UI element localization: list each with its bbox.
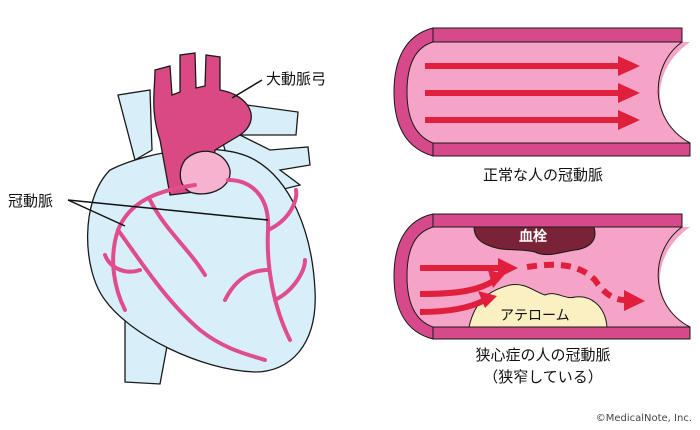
- label-thrombus: 血栓: [519, 229, 547, 245]
- atheroma: [468, 283, 608, 328]
- vena-cava: [117, 89, 153, 161]
- label-aortic-arch: 大動脈弓: [266, 70, 327, 88]
- label-atheroma: アテローム: [500, 308, 570, 324]
- normal-flow-arrows: [425, 56, 640, 130]
- narrowed-vessel: [393, 213, 691, 340]
- copyright: ©MedicalNote, Inc.: [595, 413, 692, 424]
- caption-angina: 狭心症の人の冠動脈: [475, 346, 611, 364]
- narrowed-arrow-heads: [478, 258, 645, 311]
- narrowed-flow-arrows: [419, 261, 626, 315]
- normal-vessel: [393, 27, 691, 157]
- label-leader-lines: [67, 79, 269, 227]
- label-coronary-artery: 冠動脈: [8, 192, 54, 210]
- coronary-arteries: [103, 178, 307, 362]
- caption-normal: 正常な人の冠動脈: [482, 166, 604, 184]
- thrombus: [473, 226, 596, 256]
- heart-illustration: [87, 52, 316, 385]
- caption-angina-sub: （狭窄している）: [483, 368, 603, 386]
- heart-body: [87, 148, 316, 373]
- aorta: [153, 52, 252, 196]
